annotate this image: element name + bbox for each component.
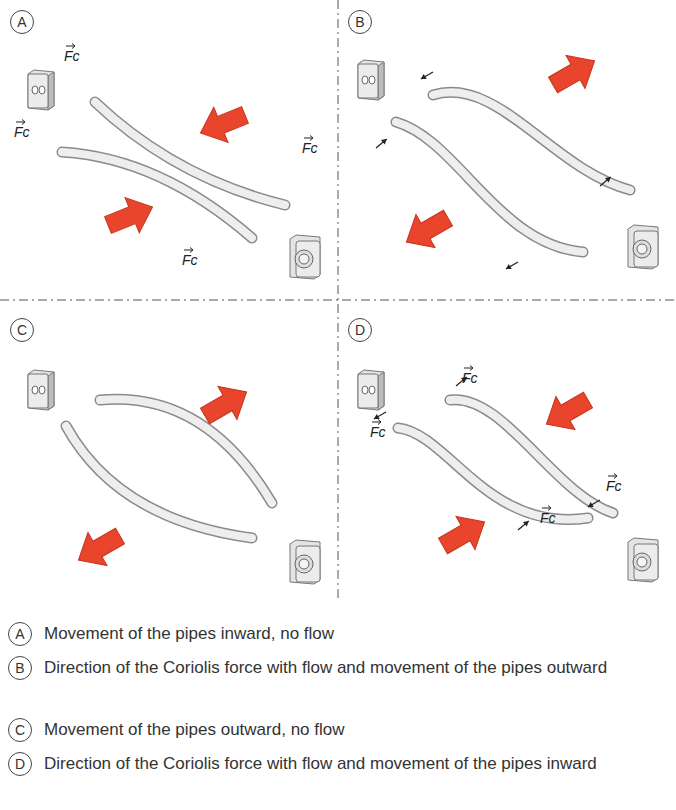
callout-letter: D [355,323,365,337]
panel-d-figure [358,370,658,582]
callout-circle: B [8,656,32,680]
callout-circle: B [348,10,372,34]
callout-letter: C [17,323,27,337]
callout-letter: B [15,661,24,675]
callout-circle: A [10,10,34,34]
force-label: Fc [540,510,556,526]
legend-description: Movement of the pipes outward, no flow [44,719,644,741]
callout-circle: A [8,622,32,646]
callout-letter: C [15,723,25,737]
vector-arrow [372,420,381,425]
force-label: Fc [302,140,318,156]
panel-c-figure [28,370,320,584]
vector-arrow [304,136,313,141]
callout-letter: D [15,757,25,771]
vector-arrow [608,474,617,479]
callout-circle: C [10,318,34,342]
callout-circle: C [8,718,32,742]
force-label: Fc [462,370,478,386]
legend-description: Direction of the Coriolis force with flo… [44,657,644,679]
vector-arrow [464,366,473,371]
force-label: Fc [606,478,622,494]
callout-letter: B [355,15,364,29]
callout-letter: A [15,627,24,641]
vector-arrow [66,44,75,49]
legend-description: Direction of the Coriolis force with flo… [44,753,644,775]
callout-circle: D [8,752,32,776]
legend-description: Movement of the pipes inward, no flow [44,623,644,645]
vector-arrow [16,120,25,125]
vector-arrow [184,248,193,253]
force-label: Fc [64,48,80,64]
vector-arrow [542,506,551,511]
callout-letter: A [17,15,26,29]
panel-b-figure [358,45,658,272]
callout-circle: D [348,318,372,342]
force-label: Fc [370,424,386,440]
force-label: Fc [14,124,30,140]
panel-a-figure [28,70,320,279]
force-label: Fc [182,252,198,268]
